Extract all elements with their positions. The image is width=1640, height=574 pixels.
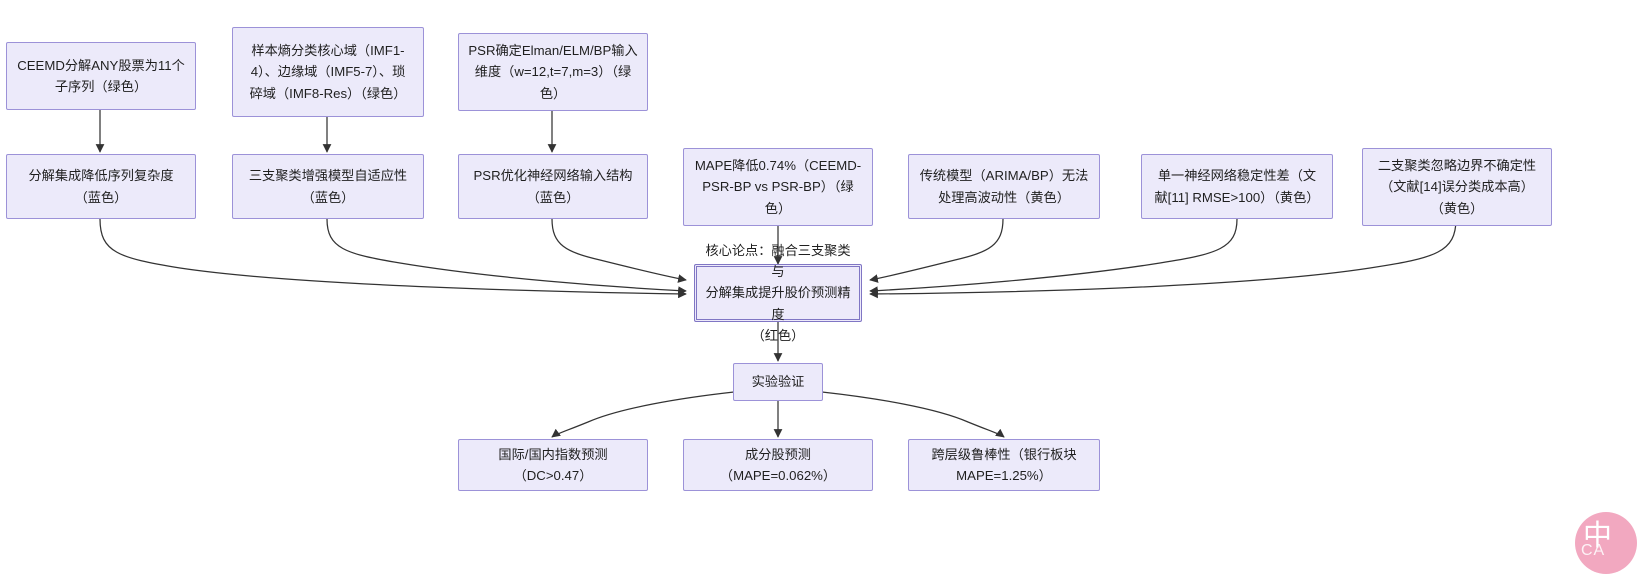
edge-n5-core: [326, 218, 687, 295]
edge-exp-r1: [551, 391, 735, 438]
watermark-char: 中: [1583, 518, 1613, 552]
node-label: PSR优化神经网络输入结构 （蓝色）: [473, 168, 633, 205]
watermark-badge: 中 CA: [1575, 512, 1637, 574]
node-constituent-stock-result[interactable]: 成分股预测 （MAPE=0.062%）: [683, 439, 873, 491]
node-single-nn-instability[interactable]: 单一神经网络稳定性差（文 献[11] RMSE>100）（黄色）: [1141, 154, 1333, 219]
node-label: 三支聚类增强模型自适应性 （蓝色）: [248, 168, 408, 205]
node-label: 跨层级鲁棒性（银行板块 MAPE=1.25%）: [931, 446, 1077, 483]
watermark-subtext: CA: [1581, 542, 1606, 559]
node-two-way-clustering-limitation[interactable]: 二支聚类忽略边界不确定性 （文献[14]误分类成本高） （黄色）: [1362, 148, 1552, 226]
node-ceemd-decomposition[interactable]: CEEMD分解ANY股票为11个 子序列（绿色）: [6, 42, 196, 110]
node-label: 分解集成降低序列复杂度 （蓝色）: [28, 168, 174, 205]
node-three-way-clustering-adaptivity[interactable]: 三支聚类增强模型自适应性 （蓝色）: [232, 154, 424, 219]
node-mape-improvement[interactable]: MAPE降低0.74%（CEEMD- PSR-BP vs PSR-BP）（绿 色…: [683, 148, 873, 226]
node-label: PSR确定Elman/ELM/BP输入 维度（w=12,t=7,m=3）（绿 色…: [468, 42, 638, 101]
node-label: 成分股预测 （MAPE=0.062%）: [719, 446, 837, 483]
node-label: 传统模型（ARIMA/BP）无法 处理高波动性（黄色）: [919, 168, 1089, 205]
node-label: 单一神经网络稳定性差（文 献[11] RMSE>100）（黄色）: [1154, 168, 1320, 205]
node-cross-level-robustness-result[interactable]: 跨层级鲁棒性（银行板块 MAPE=1.25%）: [908, 439, 1100, 491]
node-psr-input-dimension[interactable]: PSR确定Elman/ELM/BP输入 维度（w=12,t=7,m=3）（绿 色…: [458, 33, 648, 111]
node-label: MAPE降低0.74%（CEEMD- PSR-BP vs PSR-BP）（绿 色…: [694, 157, 862, 216]
node-index-prediction-result[interactable]: 国际/国内指数预测 （DC>0.47）: [458, 439, 648, 491]
node-label: 实验验证: [751, 374, 805, 390]
node-decomposition-reduces-complexity[interactable]: 分解集成降低序列复杂度 （蓝色）: [6, 154, 196, 219]
edge-n8-core: [869, 218, 1004, 283]
node-core-thesis[interactable]: 核心论点：融合三支聚类与 分解集成提升股价预测精度 （红色）: [694, 243, 862, 343]
edge-n10-core: [869, 218, 1457, 299]
node-label: 二支聚类忽略边界不确定性 （文献[14]误分类成本高） （黄色）: [1377, 157, 1537, 216]
node-sample-entropy-classification[interactable]: 样本熵分类核心域（IMF1- 4）、边缘域（IMF5-7）、琐 碎域（IMF8-…: [232, 27, 424, 117]
node-label: CEEMD分解ANY股票为11个 子序列（绿色）: [17, 57, 185, 94]
node-experimental-validation[interactable]: 实验验证: [733, 363, 823, 401]
edge-n6-core: [551, 218, 687, 283]
node-psr-optimizes-nn-structure[interactable]: PSR优化神经网络输入结构 （蓝色）: [458, 154, 648, 219]
node-label: 样本熵分类核心域（IMF1- 4）、边缘域（IMF5-7）、琐 碎域（IMF8-…: [249, 42, 407, 101]
edge-exp-r3: [821, 391, 1005, 438]
node-label: 国际/国内指数预测 （DC>0.47）: [498, 446, 608, 483]
edge-n9-core: [869, 218, 1238, 295]
node-traditional-model-limitation[interactable]: 传统模型（ARIMA/BP）无法 处理高波动性（黄色）: [908, 154, 1100, 219]
edge-n4-core: [99, 218, 687, 299]
node-label: 核心论点：融合三支聚类与 分解集成提升股价预测精度 （红色）: [705, 242, 851, 344]
